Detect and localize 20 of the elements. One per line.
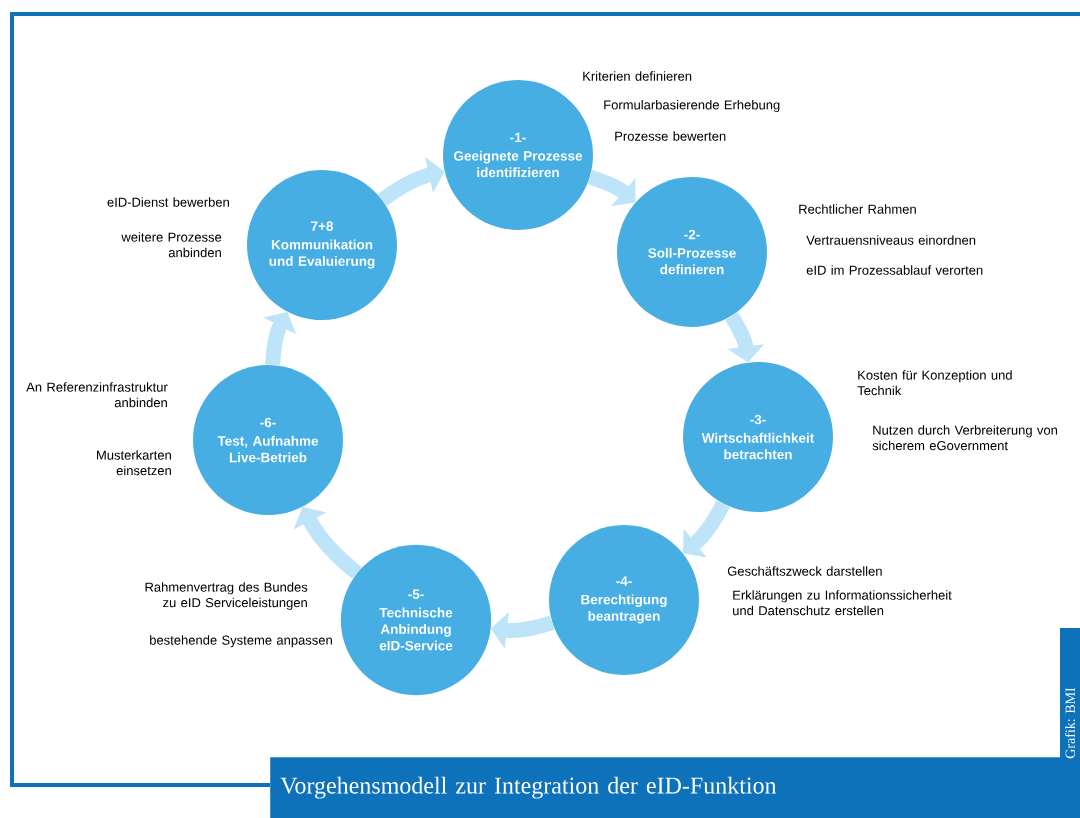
arrow [682,500,730,558]
note-text: Kosten für Konzeption und Technik [857,370,1012,396]
note-text: Rechtlicher Rahmen [799,204,916,214]
note-text: eID-Dienst bewerben [107,197,229,207]
credit-label: Grafik: BMI [1060,628,1080,818]
note-text: Musterkarten einsetzen [97,450,171,476]
note-text: Nutzen durch Verbreiterung von sicherem eGovernment [872,425,1058,451]
arrow [377,157,445,207]
note-text: Prozesse bewerten [615,131,726,141]
arrow [587,170,636,206]
note-text: Geschäftszweck darstellen [727,566,882,576]
note-text: bestehende Systeme anpassen [150,635,332,648]
note-text: weitere Prozesse anbinden [121,232,222,258]
note-text: Rahmenvertrag des Bundes zu eID Serviceleistungen [145,582,308,610]
note-text: eID im Prozessablauf verorten [806,265,983,275]
note-text: An Referenzinfrastruktur anbinden [26,382,168,408]
note-text: Kriterien definieren [583,71,692,81]
note-text: Erklärungen zu Informationssicherheit und Datenschutz erstellen [733,590,952,616]
note-text: Formularbasierende Erhebung [604,99,780,113]
note-text: Vertrauensniveaus einordnen [806,235,976,245]
